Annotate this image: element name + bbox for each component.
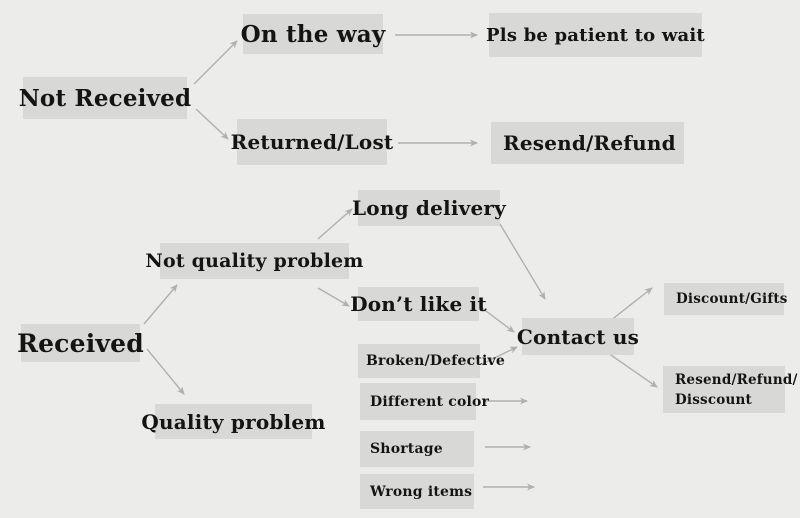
node-pls-be-patient-to-wait: Pls be patient to wait <box>486 13 705 57</box>
arrow-not-received-to-on-the-way <box>193 40 238 85</box>
node-broken-defective: Broken/Defective <box>358 344 505 378</box>
arrow-long-delivery-to-contact-us <box>499 223 546 300</box>
node-quality-problem: Quality problem <box>141 404 325 439</box>
arrow-not-received-to-returned-lost <box>195 108 229 140</box>
arrow-received-to-quality-problem <box>146 348 185 395</box>
node-discount-gifts: Discount/Gifts <box>664 283 787 315</box>
node-resend-refund-disscount: Resend/Refund/ Disscount <box>663 366 797 413</box>
arrow-contact-us-to-discount-gifts <box>609 287 653 322</box>
node-contact-us: Contact us <box>517 318 639 355</box>
arrow-broken-defective-to-contact-us <box>481 346 518 365</box>
arrow-dont-like-it-to-contact-us <box>481 307 515 333</box>
arrow-nqp-to-long-delivery <box>317 208 353 240</box>
node-shortage: Shortage <box>360 431 474 467</box>
arrow-contact-us-to-resend-refund-disscount <box>607 352 658 388</box>
node-returned-lost: Returned/Lost <box>231 119 393 165</box>
node-received: Received <box>17 324 144 362</box>
node-resend-refund-disscount-line2: Disscount <box>675 391 752 408</box>
node-different-color: Different color <box>360 383 489 420</box>
node-resend-refund: Resend/Refund <box>491 122 684 164</box>
node-wrong-items: Wrong items <box>360 474 474 509</box>
node-not-quality-problem: Not quality problem <box>145 243 363 279</box>
node-resend-refund-disscount-line1: Resend/Refund/ <box>675 371 798 388</box>
node-not-received: Not Received <box>19 77 191 119</box>
arrow-nqp-to-dont-like-it <box>317 287 350 307</box>
node-on-the-way: On the way <box>241 14 385 54</box>
node-dont-like-it: Don’t like it <box>350 287 487 321</box>
arrow-received-to-not-quality-problem <box>143 284 178 325</box>
node-long-delivery: Long delivery <box>352 190 506 226</box>
